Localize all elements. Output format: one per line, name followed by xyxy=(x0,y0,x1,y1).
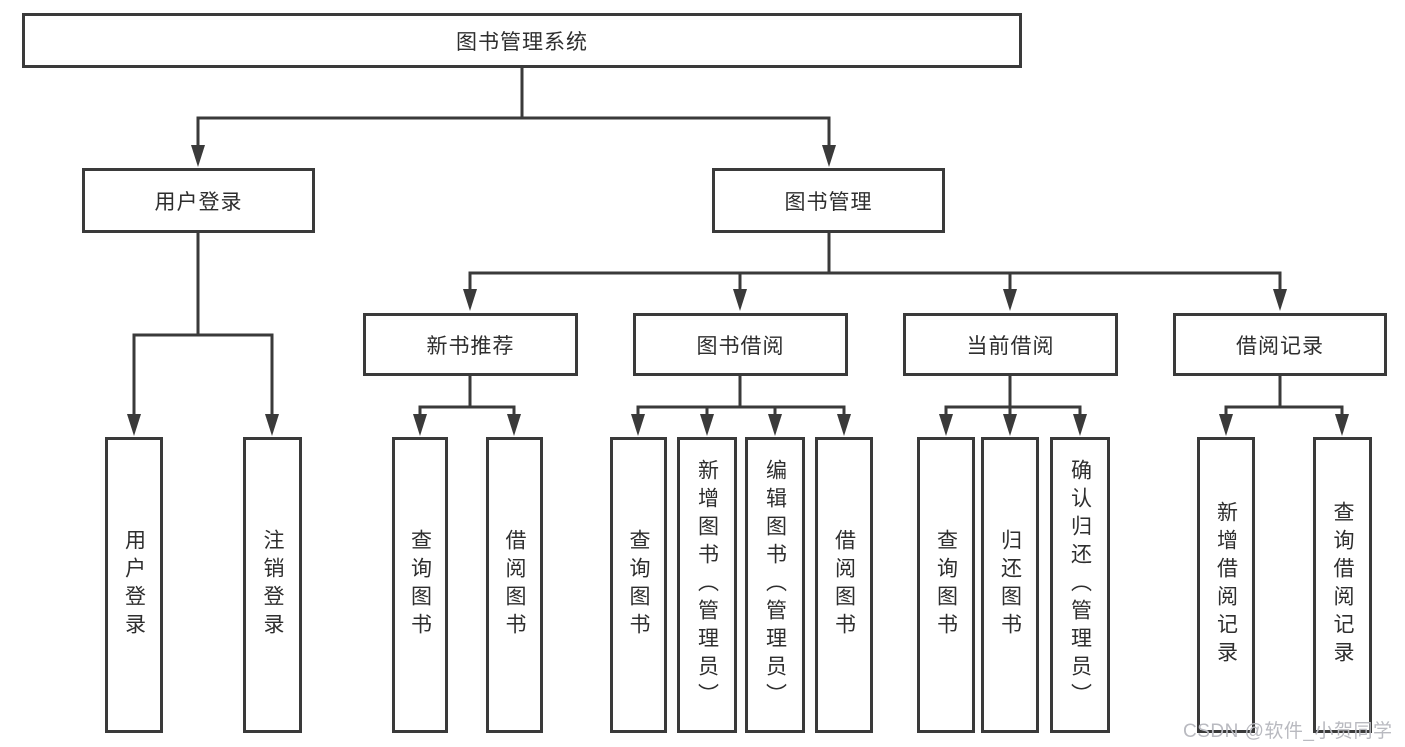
node-book-borrow-label: 图书借阅 xyxy=(696,334,785,358)
arrow-down-icon xyxy=(463,289,477,311)
node-borrow-records: 借阅记录 xyxy=(1173,313,1387,376)
leaf-borrow-books-recommend-label: 借阅图书 xyxy=(503,529,526,641)
node-new-book-recommend: 新书推荐 xyxy=(363,313,578,376)
leaf-add-borrow-record: 新增借阅记录 xyxy=(1197,437,1255,733)
node-book-borrow: 图书借阅 xyxy=(633,313,848,376)
arrow-down-icon xyxy=(1219,414,1233,436)
node-borrow-records-label: 借阅记录 xyxy=(1236,334,1324,358)
arrow-down-icon xyxy=(1003,289,1017,311)
leaf-add-books-admin: 新增图书（管理员） xyxy=(677,437,737,733)
arrow-down-icon xyxy=(631,414,645,436)
leaf-query-borrow-record-label: 查询借阅记录 xyxy=(1331,501,1354,669)
arrow-down-icon xyxy=(939,414,953,436)
connector-book-borrow-children xyxy=(631,376,851,436)
leaf-query-books-current-label: 查询图书 xyxy=(934,529,958,641)
arrow-down-icon xyxy=(768,414,782,436)
leaf-add-borrow-record-label: 新增借阅记录 xyxy=(1214,501,1238,669)
node-current-borrow-label: 当前借阅 xyxy=(966,334,1055,358)
arrow-down-icon xyxy=(1335,414,1349,436)
leaf-edit-books-admin: 编辑图书（管理员） xyxy=(745,437,805,733)
node-library-system-label: 图书管理系统 xyxy=(456,30,588,54)
leaf-return-books-label: 归还图书 xyxy=(998,529,1022,641)
leaf-user-login-label: 用户登录 xyxy=(122,529,146,641)
leaf-query-borrow-record: 查询借阅记录 xyxy=(1313,437,1372,733)
leaf-user-login: 用户登录 xyxy=(105,437,163,733)
node-library-system: 图书管理系统 xyxy=(22,13,1022,68)
leaf-logout-label: 注销登录 xyxy=(261,529,284,641)
connector-new-book-children xyxy=(413,376,521,436)
leaf-borrow-books-recommend: 借阅图书 xyxy=(486,437,543,733)
arrow-down-icon xyxy=(191,145,205,167)
arrow-down-icon xyxy=(1073,414,1087,436)
connector-current-borrow-children xyxy=(939,376,1087,436)
connector-borrow-records-children xyxy=(1219,376,1349,436)
leaf-edit-books-admin-label: 编辑图书（管理员） xyxy=(763,459,787,711)
leaf-query-books-current: 查询图书 xyxy=(917,437,975,733)
arrow-down-icon xyxy=(822,145,836,167)
node-current-borrow: 当前借阅 xyxy=(903,313,1118,376)
leaf-borrow-books-label: 借阅图书 xyxy=(832,529,856,641)
leaf-add-books-admin-label: 新增图书（管理员） xyxy=(695,459,719,711)
connector-book-management-children xyxy=(463,233,1287,311)
arrow-down-icon xyxy=(413,414,427,436)
leaf-confirm-return-admin-label: 确认归还（管理员） xyxy=(1068,459,1092,711)
node-new-book-recommend-label: 新书推荐 xyxy=(426,334,515,358)
leaf-confirm-return-admin: 确认归还（管理员） xyxy=(1050,437,1110,733)
leaf-logout: 注销登录 xyxy=(243,437,302,733)
arrow-down-icon xyxy=(837,414,851,436)
connector-user-login-children xyxy=(127,233,279,436)
leaf-query-books-recommend: 查询图书 xyxy=(392,437,448,733)
watermark: CSDN @软件_小贺同学 xyxy=(1183,721,1393,742)
leaf-borrow-books: 借阅图书 xyxy=(815,437,873,733)
connector-root-children xyxy=(191,68,836,167)
leaf-query-books-recommend-label: 查询图书 xyxy=(408,529,432,641)
arrow-down-icon xyxy=(507,414,521,436)
arrow-down-icon xyxy=(1003,414,1017,436)
node-user-login: 用户登录 xyxy=(82,168,315,233)
leaf-query-books-borrow-label: 查询图书 xyxy=(627,529,650,641)
leaf-query-books-borrow: 查询图书 xyxy=(610,437,667,733)
arrow-down-icon xyxy=(127,414,141,436)
arrow-down-icon xyxy=(265,414,279,436)
node-book-management: 图书管理 xyxy=(712,168,945,233)
leaf-return-books: 归还图书 xyxy=(981,437,1039,733)
arrow-down-icon xyxy=(700,414,714,436)
arrow-down-icon xyxy=(1273,289,1287,311)
node-book-management-label: 图书管理 xyxy=(784,190,873,214)
arrow-down-icon xyxy=(733,289,747,311)
node-user-login-label: 用户登录 xyxy=(154,190,243,214)
